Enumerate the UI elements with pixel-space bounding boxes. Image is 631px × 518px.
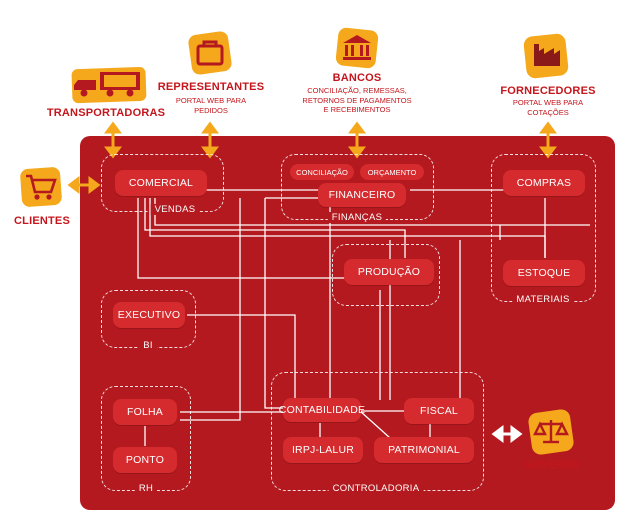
group-label-bi: BI [139,340,157,351]
node-patrimonial[interactable]: PATRIMONIAL [374,437,474,463]
factory-icon [522,32,570,85]
group-label-financas: FINANÇAS [327,212,387,223]
node-irpj-lalur[interactable]: IRPJ-LALUR [283,437,363,463]
ext-title-representantes: REPRESENTANTES [157,81,265,93]
group-label-controladoria: CONTROLADORIA [328,483,424,494]
link-arrows [67,121,557,194]
scales-icon [527,408,575,461]
group-controladoria [271,372,484,491]
node-folha[interactable]: FOLHA [113,399,177,425]
ext-title-clientes: CLIENTES [14,215,70,227]
node-contabilidade[interactable]: CONTABILIDADE [279,398,365,422]
node-compras[interactable]: COMPRAS [503,170,585,196]
ext-title-transportadoras: TRANSPORTADORAS [46,107,166,119]
group-label-rh: RH [134,483,158,494]
ext-title-governo: GOVERNO [523,459,581,471]
bank-icon [334,26,380,75]
node-executivo[interactable]: EXECUTIVO [113,302,185,328]
group-label-materiais: MATERIAIS [512,294,574,305]
group-producao [332,244,440,306]
ext-subtitle-representantes: PORTAL WEB PARA PEDIDOS [175,96,247,115]
ext-subtitle-bancos: CONCILIAÇÃO, REMESSAS, RETORNOS DE PAGAM… [302,86,412,114]
node-producao[interactable]: PRODUÇÃO [344,259,434,285]
ext-title-fornecedores: FORNECEDORES [500,85,596,97]
briefcase-icon [187,30,233,81]
chip-conciliacao[interactable]: CONCILIAÇÃO [290,164,354,180]
ext-title-bancos: BANCOS [332,72,382,84]
group-label-vendas: VENDAS [150,204,200,215]
node-ponto[interactable]: PONTO [113,447,177,473]
ext-subtitle-fornecedores: PORTAL WEB PARA COTAÇÕES [512,98,584,117]
node-financeiro[interactable]: FINANCEIRO [318,183,406,207]
truck-icon [70,66,150,111]
node-fiscal[interactable]: FISCAL [404,398,474,424]
chip-orcamento[interactable]: ORÇAMENTO [360,164,424,180]
shopping-cart-icon [18,165,64,214]
node-comercial[interactable]: COMERCIAL [115,170,207,196]
governo-arrow [491,425,523,443]
node-estoque[interactable]: ESTOQUE [503,260,585,286]
